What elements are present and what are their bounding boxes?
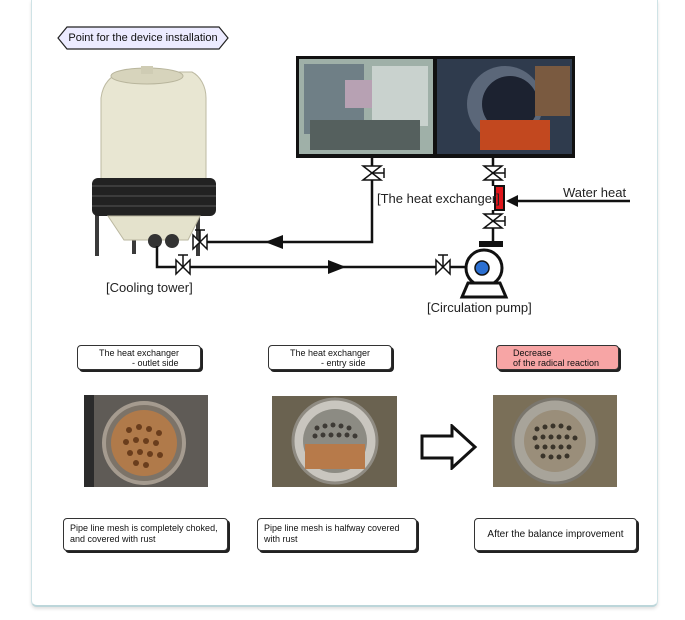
heat-exchanger-label: [The heat exchanger] bbox=[377, 191, 500, 206]
after-improvement-caption: After the balance improvement bbox=[474, 518, 637, 551]
circulation-pump-label: [Circulation pump] bbox=[427, 300, 532, 315]
decrease-title-line1: Decrease bbox=[513, 348, 552, 358]
installation-point-tag: Point for the device installation bbox=[57, 26, 229, 50]
water-heater-element bbox=[494, 185, 505, 211]
outlet-caption-line2: and covered with rust bbox=[70, 534, 156, 544]
outlet-side-photo bbox=[84, 395, 208, 487]
circulation-pump-illustration bbox=[459, 241, 509, 299]
entry-title-line2: - entry side bbox=[321, 358, 366, 368]
decrease-title-line2: of the radical reaction bbox=[513, 358, 600, 368]
water-heat-label: Water heat bbox=[563, 185, 627, 200]
flow-arrow-left bbox=[265, 235, 283, 249]
outlet-title-line1: The heat exchanger bbox=[98, 348, 180, 358]
entry-side-caption: Pipe line mesh is halfway covered with r… bbox=[257, 518, 417, 551]
cooling-tower-illustration bbox=[92, 66, 216, 256]
valves bbox=[175, 165, 506, 276]
flow-arrow-right bbox=[328, 260, 346, 274]
outlet-side-caption: Pipe line mesh is completely choked, and… bbox=[63, 518, 228, 551]
outlet-caption-line1: Pipe line mesh is completely choked, bbox=[70, 523, 218, 533]
water-heat-arrow bbox=[506, 195, 518, 207]
heat-exchanger-photo-frame bbox=[296, 56, 575, 158]
cooling-tower-label: [Cooling tower] bbox=[106, 280, 193, 295]
decrease-reaction-title: Decrease of the radical reaction bbox=[496, 345, 619, 370]
piping-diagram bbox=[92, 56, 630, 299]
entry-side-title: The heat exchanger - entry side bbox=[268, 345, 392, 370]
entry-caption-line2: with rust bbox=[264, 534, 298, 544]
installation-point-label: Point for the device installation bbox=[68, 32, 218, 44]
after-caption-line1: After the balance improvement bbox=[487, 529, 624, 540]
after-improvement-photo bbox=[493, 395, 617, 487]
pipe-lines bbox=[155, 158, 630, 269]
improvement-arrow bbox=[420, 424, 478, 470]
entry-side-photo bbox=[272, 396, 397, 487]
entry-title-line1: The heat exchanger bbox=[289, 348, 371, 358]
outlet-side-title: The heat exchanger - outlet side bbox=[77, 345, 201, 370]
entry-caption-line1: Pipe line mesh is halfway covered bbox=[264, 523, 400, 533]
outlet-title-line2: - outlet side bbox=[132, 358, 179, 368]
